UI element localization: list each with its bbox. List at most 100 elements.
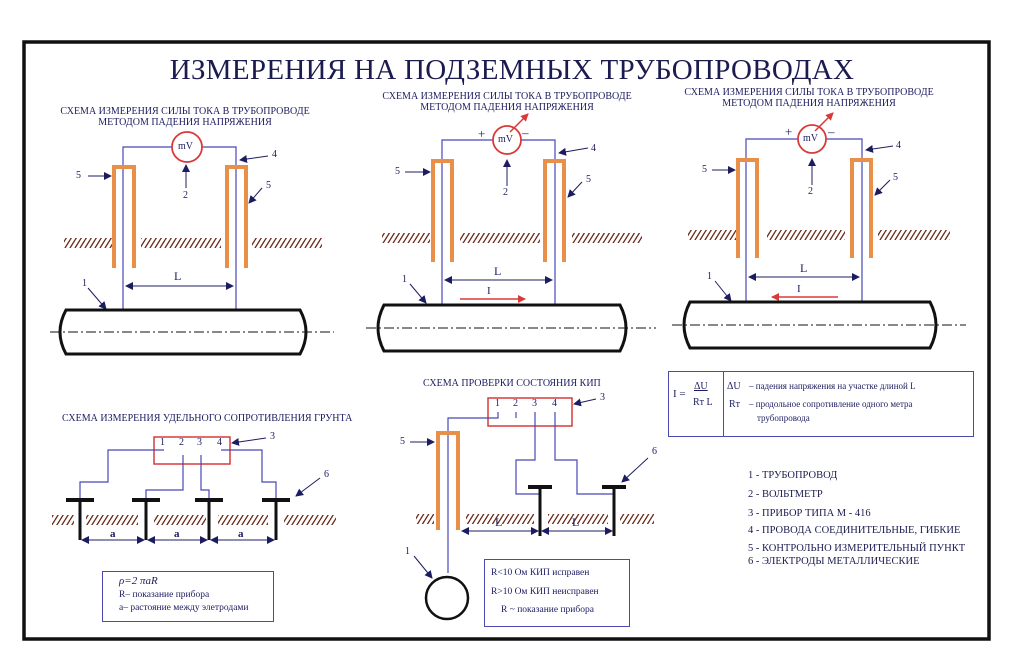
- leader-line: [621, 457, 649, 483]
- ground-hatch: [382, 233, 430, 243]
- millivoltmeter-icon: [171, 131, 203, 163]
- terminal-label: 1: [495, 398, 500, 409]
- connecting-wire: [825, 138, 863, 303]
- leader-line: [87, 287, 107, 310]
- leader-line: [558, 147, 589, 156]
- meter-label: mV: [498, 134, 513, 145]
- metal-electrode: [602, 485, 626, 536]
- metal-electrode: [195, 498, 223, 540]
- callout-5: 5: [266, 180, 271, 191]
- length-label: L: [494, 264, 502, 278]
- meter-pointer: [509, 113, 529, 133]
- metal-electrode: [132, 498, 160, 540]
- control-point-post: [850, 158, 873, 258]
- ground-hatch: [141, 238, 221, 248]
- formula-box-kip: R<10 Ом КИП исправен R>10 Ом КИП неиспра…: [484, 559, 630, 627]
- plus-sign: +: [785, 124, 793, 139]
- length-label: L: [800, 261, 808, 275]
- def-text: трубопровода: [757, 413, 810, 423]
- def-text: – продольное сопротивление одного метра: [749, 399, 913, 409]
- callout-1: 1: [402, 274, 407, 285]
- caption-line: СХЕМА ИЗМЕРЕНИЯ СИЛЫ ТОКА В ТРУБОПРОВОДЕ: [60, 106, 310, 117]
- connecting-wire: [447, 412, 499, 573]
- connecting-wire: [145, 455, 184, 500]
- terminal-label: 4: [552, 398, 557, 409]
- callout-1: 1: [405, 546, 410, 557]
- diagram-3: [672, 112, 966, 350]
- control-point-post: [543, 159, 566, 262]
- legend-item: 4 - ПРОВОДА СОЕДИНИТЕЛЬНЫЕ, ГИБКИЕ: [748, 525, 961, 536]
- ground-hatch: [620, 514, 654, 524]
- poster-frame: [22, 40, 991, 641]
- callout-4: 4: [896, 140, 901, 151]
- spacing-label: a: [174, 528, 180, 540]
- callout-1: 1: [707, 271, 712, 282]
- length-label: L: [495, 515, 503, 529]
- millivoltmeter-icon: [797, 124, 827, 154]
- control-point-post: [436, 431, 460, 530]
- ground-hatch: [688, 230, 738, 240]
- page-title: ИЗМЕРЕНИЯ НА ПОДЗЕМНЫХ ТРУБОПРОВОДАХ: [169, 54, 855, 86]
- diagram-caption: СХЕМА ИЗМЕРЕНИЯ СИЛЫ ТОКА В ТРУБОПРОВОДЕ…: [352, 91, 662, 113]
- terminal-label: 2: [179, 437, 184, 448]
- kip-condition: R<10 Ом КИП исправен: [491, 568, 590, 578]
- control-point-post: [225, 165, 248, 268]
- meter-label: mV: [178, 141, 193, 152]
- ground-hatch: [572, 233, 642, 243]
- callout-5: 5: [395, 166, 400, 177]
- control-point-post: [431, 159, 454, 262]
- callout-5: 5: [893, 172, 898, 183]
- formula-divider: [723, 372, 724, 436]
- minus-sign: –: [522, 125, 529, 140]
- callout-2: 2: [183, 190, 188, 201]
- ground-hatch: [154, 515, 206, 525]
- callout-1: 1: [82, 278, 87, 289]
- length-label: L: [174, 269, 182, 283]
- instrument-m416: [153, 436, 231, 465]
- ground-hatch: [878, 230, 950, 240]
- metal-electrode: [262, 498, 290, 540]
- callout-5: 5: [76, 170, 81, 181]
- current-label: I: [487, 285, 491, 297]
- callout-6: 6: [652, 446, 657, 457]
- kip-condition: R ~ показание прибора: [501, 605, 594, 615]
- meter-label: mV: [803, 133, 818, 144]
- ground-hatch: [284, 515, 336, 525]
- leader-line: [231, 437, 267, 446]
- def-symbol: ΔU: [727, 381, 741, 392]
- callout-5: 5: [586, 174, 591, 185]
- pipeline: [682, 300, 938, 350]
- ground-hatch: [466, 514, 534, 524]
- caption-line: МЕТОДОМ ПАДЕНИЯ НАПРЯЖЕНИЯ: [722, 98, 896, 109]
- connecting-wire: [521, 139, 556, 304]
- formula-box-current: I = ΔU Rт L ΔU – падения напряжения на у…: [668, 371, 974, 437]
- legend-item: 6 - ЭЛЕКТРОДЫ МЕТАЛЛИЧЕСКИЕ: [748, 556, 920, 567]
- connecting-wire: [554, 412, 614, 495]
- leader-line: [409, 283, 427, 304]
- ground-hatch: [416, 514, 434, 524]
- formula-denominator: Rт L: [693, 397, 713, 408]
- ground-hatch: [52, 515, 74, 525]
- diagram-1: [50, 131, 334, 356]
- caption-line: МЕТОДОМ ПАДЕНИЯ НАПРЯЖЕНИЯ: [98, 117, 272, 128]
- connecting-wire: [221, 449, 277, 500]
- terminal-label: 4: [217, 437, 222, 448]
- connecting-wire: [200, 455, 210, 500]
- metal-electrode: [528, 485, 552, 536]
- connecting-wire: [515, 412, 540, 495]
- terminal-label: 2: [513, 398, 518, 409]
- connecting-wire: [441, 139, 493, 304]
- leader-line: [248, 187, 263, 204]
- leader-line: [573, 398, 597, 407]
- connecting-wire: [202, 146, 237, 310]
- leader-line: [295, 477, 321, 497]
- instrument-m416: [487, 397, 573, 427]
- plus-sign: +: [478, 126, 486, 141]
- diagram-5: [410, 397, 654, 621]
- diagram-caption: СХЕМА ИЗМЕРЕНИЯ УДЕЛЬНОГО СОПРОТИВЛЕНИЯ …: [62, 413, 353, 424]
- callout-3: 3: [600, 392, 605, 403]
- legend-item: 2 - ВОЛЬТМЕТР: [748, 489, 823, 500]
- ground-hatch: [252, 238, 322, 248]
- callout-4: 4: [591, 143, 596, 154]
